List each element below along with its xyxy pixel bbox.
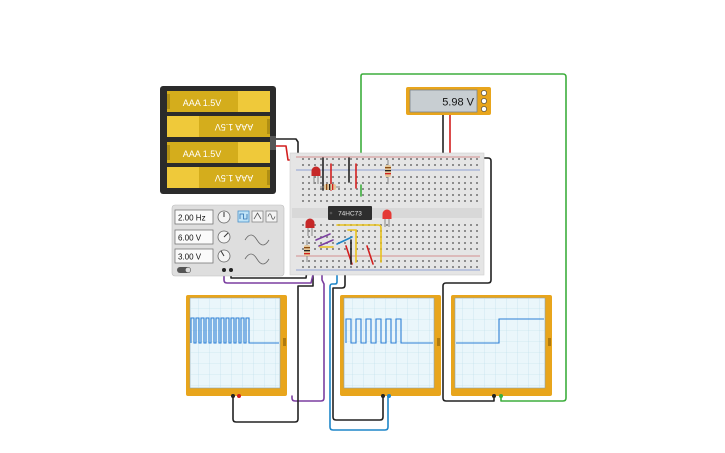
left-scope-purple-wire[interactable]: [291, 237, 325, 402]
battery-cell-4-label: AAA 1.5V: [215, 173, 254, 183]
led-red-3[interactable]: [382, 209, 392, 228]
resistor-2[interactable]: [385, 160, 391, 184]
multimeter-mode-voltage-icon[interactable]: [481, 98, 487, 104]
right-scope-trace: [456, 318, 544, 344]
led-red-2[interactable]: [305, 218, 315, 237]
left-scope-black-wire[interactable]: [232, 261, 314, 423]
middle-scope-terminal-positive[interactable]: [387, 394, 391, 398]
left-scope-terminal-positive[interactable]: [237, 394, 241, 398]
battery-pack[interactable]: AAA 1.5V AAA 1.5V AAA 1.5V AAA 1.5V: [160, 86, 276, 194]
battery-cell-2[interactable]: AAA 1.5V: [167, 116, 270, 137]
right-scope-black-wire[interactable]: [442, 157, 495, 402]
fg-terminal-negative[interactable]: [229, 268, 233, 272]
middle-scope-blue-wire[interactable]: [329, 232, 389, 431]
offset-knob[interactable]: [217, 249, 231, 263]
battery-cell-1[interactable]: AAA 1.5V: [167, 91, 270, 112]
oscilloscope-left[interactable]: [186, 295, 287, 398]
amplitude-value: 6.00 V: [178, 234, 202, 243]
green-wire[interactable]: [360, 73, 567, 402]
jumper-blue-1[interactable]: [336, 236, 353, 245]
multimeter-mode-current-icon[interactable]: [481, 90, 487, 96]
fg-purple-wire[interactable]: [223, 261, 317, 284]
middle-scope-terminal-negative[interactable]: [381, 394, 385, 398]
right-scope-terminal-positive[interactable]: [499, 394, 503, 398]
oscilloscope-right[interactable]: [451, 295, 552, 398]
battery-cell-3-label: AAA 1.5V: [183, 149, 222, 159]
jumper-purple-2[interactable]: [318, 239, 334, 247]
battery-cell-1-label: AAA 1.5V: [183, 98, 222, 108]
function-generator[interactable]: 2.00 Hz 6.00 V 3.00 V: [171, 204, 285, 277]
jumper-yellow-2[interactable]: [336, 224, 382, 263]
offset-wave-icon: [244, 253, 270, 265]
led-red-1[interactable]: [311, 166, 321, 185]
right-scope-terminal-negative[interactable]: [492, 394, 496, 398]
amplitude-display[interactable]: [174, 229, 214, 245]
middle-scope-black-wire[interactable]: [332, 263, 384, 421]
multimeter-mode-resistance-icon[interactable]: [481, 106, 487, 112]
jumper-purple-1[interactable]: [315, 233, 331, 241]
resistor-1[interactable]: [320, 184, 340, 190]
oscilloscope-middle[interactable]: [340, 295, 441, 398]
middle-scope-trace: [345, 318, 433, 344]
battery-cell-2-label: AAA 1.5V: [215, 122, 254, 132]
battery-black-wire[interactable]: [275, 138, 299, 158]
frequency-value: 2.00 Hz: [178, 214, 206, 223]
battery-cell-3[interactable]: AAA 1.5V: [167, 142, 270, 163]
ic-chip[interactable]: 74HC73: [328, 206, 372, 220]
breadboard-components: [315, 157, 382, 265]
multimeter-reading: 5.98 V: [442, 97, 474, 109]
left-scope-trace: [190, 317, 279, 344]
ic-chip-label: 74HC73: [338, 211, 362, 218]
multimeter[interactable]: 5.98 V: [406, 87, 491, 115]
offset-display[interactable]: [174, 248, 214, 264]
left-scope-terminal-negative[interactable]: [231, 394, 235, 398]
triangle-wave-button[interactable]: [251, 210, 264, 223]
jumper-red-4[interactable]: [366, 245, 374, 265]
battery-terminal[interactable]: [270, 136, 276, 150]
offset-value: 3.00 V: [178, 253, 202, 262]
resistor-3[interactable]: [304, 240, 310, 262]
jumper-yellow-1[interactable]: [347, 229, 357, 263]
fg-terminal-positive[interactable]: [222, 268, 226, 272]
battery-cell-4[interactable]: AAA 1.5V: [167, 167, 270, 188]
frequency-display[interactable]: [174, 209, 214, 225]
amplitude-wave-icon: [244, 234, 270, 246]
